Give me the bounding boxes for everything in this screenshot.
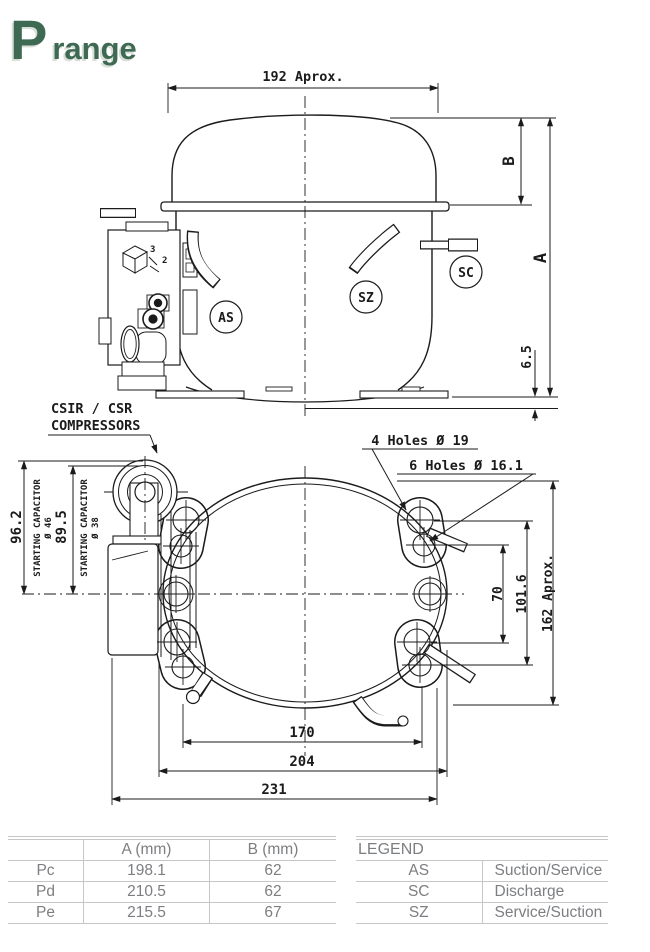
cube-icon: [121, 245, 149, 274]
model-cell: Pe: [8, 902, 84, 924]
model-cell: Pd: [8, 881, 84, 903]
dim-101-6-text: 101.6: [515, 574, 530, 613]
dim-89-5-text: 89.5: [54, 510, 70, 544]
dim-89-5: 89.5 STARTING CAPACITOR Ø 38: [54, 465, 140, 595]
title-letter: P: [10, 8, 48, 71]
header-b-mm: B (mm): [209, 839, 336, 861]
hole-big: [166, 500, 206, 540]
dim-6-5-text: 6.5: [520, 345, 535, 368]
a-cell: 198.1: [83, 860, 210, 882]
page-title: P range: [10, 12, 137, 68]
compressor-top-view: CSIR / CSR COMPRESSORS 4 Holes Ø 19 6 Ho…: [9, 401, 559, 805]
dim-a: A: [452, 117, 558, 398]
holes-161-callout: 6 Holes Ø 16.1: [397, 458, 536, 542]
terminal-icon-3-label: 3: [150, 245, 155, 255]
technical-drawing: 3 2: [9, 69, 559, 805]
cap38-dia-text: Ø 38: [90, 517, 101, 540]
header-empty: [8, 839, 84, 861]
port-sc-label: SC: [458, 266, 474, 281]
dim-6-5: 6.5: [305, 345, 558, 421]
legend-table-wrap: LEGEND AS Suction/Service SC Discharge S…: [356, 836, 608, 924]
table-row: Pc 198.1 62: [8, 860, 336, 882]
b-cell: 62: [209, 860, 336, 882]
dimensions-table: A (mm) B (mm) Pc 198.1 62 Pd 210.5 62 Pe…: [8, 839, 336, 924]
legend-code: AS: [356, 860, 482, 882]
legend-code: SC: [356, 881, 482, 903]
legend-title: LEGEND: [356, 839, 608, 861]
dim-192-text: 192 Aprox.: [262, 69, 343, 85]
dim-101-6: 101.6: [428, 520, 533, 666]
squiggle-icon: [148, 256, 160, 273]
dim-170-text: 170: [289, 725, 314, 741]
hole-big: [400, 500, 440, 540]
cap46-label-text: STARTING CAPACITOR: [33, 479, 43, 577]
hole-big: [397, 622, 437, 662]
title-range: range: [52, 31, 137, 66]
dim-a-text: A: [531, 253, 551, 263]
dimensions-table-wrap: A (mm) B (mm) Pc 198.1 62 Pd 210.5 62 Pe…: [8, 836, 336, 924]
dim-96-2: 96.2 STARTING CAPACITOR Ø 46: [9, 460, 143, 595]
legend-header-row: LEGEND: [356, 839, 608, 861]
table-row: Pe 215.5 67: [8, 902, 336, 924]
csir-line1: CSIR / CSR: [51, 401, 133, 417]
legend-meaning: Service/Suction: [481, 902, 608, 924]
csir-callout: CSIR / CSR COMPRESSORS: [48, 401, 158, 454]
header-a-mm: A (mm): [83, 839, 210, 861]
a-cell: 215.5: [83, 902, 210, 924]
dim-b: B: [390, 117, 556, 206]
holes-161-text: 6 Holes Ø 16.1: [409, 458, 523, 474]
legend-row: AS Suction/Service: [356, 860, 608, 882]
legend-row: SC Discharge: [356, 881, 608, 903]
holes-19-text: 4 Holes Ø 19: [371, 433, 469, 449]
csir-line2: COMPRESSORS: [51, 418, 140, 434]
legend-meaning: Suction/Service: [481, 860, 608, 882]
terminal-box: 3 2: [98, 221, 198, 391]
terminal-icon-2-label: 2: [162, 256, 167, 266]
holes-19-callout: 4 Holes Ø 19: [362, 433, 478, 511]
dim-162-text: 162 Aprox.: [541, 554, 556, 632]
dim-96-2-text: 96.2: [9, 510, 25, 544]
hole-small: [406, 527, 442, 563]
table-header-row: A (mm) B (mm): [8, 839, 336, 861]
legend-table: LEGEND AS Suction/Service SC Discharge S…: [356, 839, 608, 924]
dim-231-text: 231: [261, 782, 286, 798]
a-cell: 210.5: [83, 881, 210, 903]
hole-small: [165, 649, 201, 685]
model-cell: Pc: [8, 860, 84, 882]
hole-big: [157, 622, 197, 662]
table-row: Pd 210.5 62: [8, 881, 336, 903]
port-labels: AS SZ SC: [209, 255, 483, 334]
cap38-label-text: STARTING CAPACITOR: [80, 479, 90, 577]
legend-row: SZ Service/Suction: [356, 902, 608, 924]
b-cell: 67: [209, 902, 336, 924]
dim-231: 231: [111, 658, 438, 805]
hole-small: [163, 528, 199, 564]
port-as-label: AS: [218, 311, 234, 326]
starting-capacitor: [104, 456, 197, 660]
compressor-side-view: 3 2: [98, 69, 558, 421]
side-view-tubes: [100, 208, 478, 289]
dim-width-192: 192 Aprox.: [167, 69, 439, 113]
b-cell: 62: [209, 881, 336, 903]
dim-204-text: 204: [289, 754, 314, 770]
cap46-dia-text: Ø 46: [43, 517, 54, 540]
dim-b-text: B: [499, 156, 518, 166]
port-sz-label: SZ: [358, 291, 374, 306]
dim-170: 170: [182, 686, 423, 748]
dim-204: 204: [158, 650, 448, 777]
dim-70-text: 70: [491, 586, 506, 602]
dim-70: 70: [431, 544, 509, 644]
mounting-lugs: [154, 497, 447, 690]
legend-meaning: Discharge: [481, 881, 608, 903]
dim-162: 162 Aprox.: [397, 480, 559, 706]
legend-code: SZ: [356, 902, 482, 924]
